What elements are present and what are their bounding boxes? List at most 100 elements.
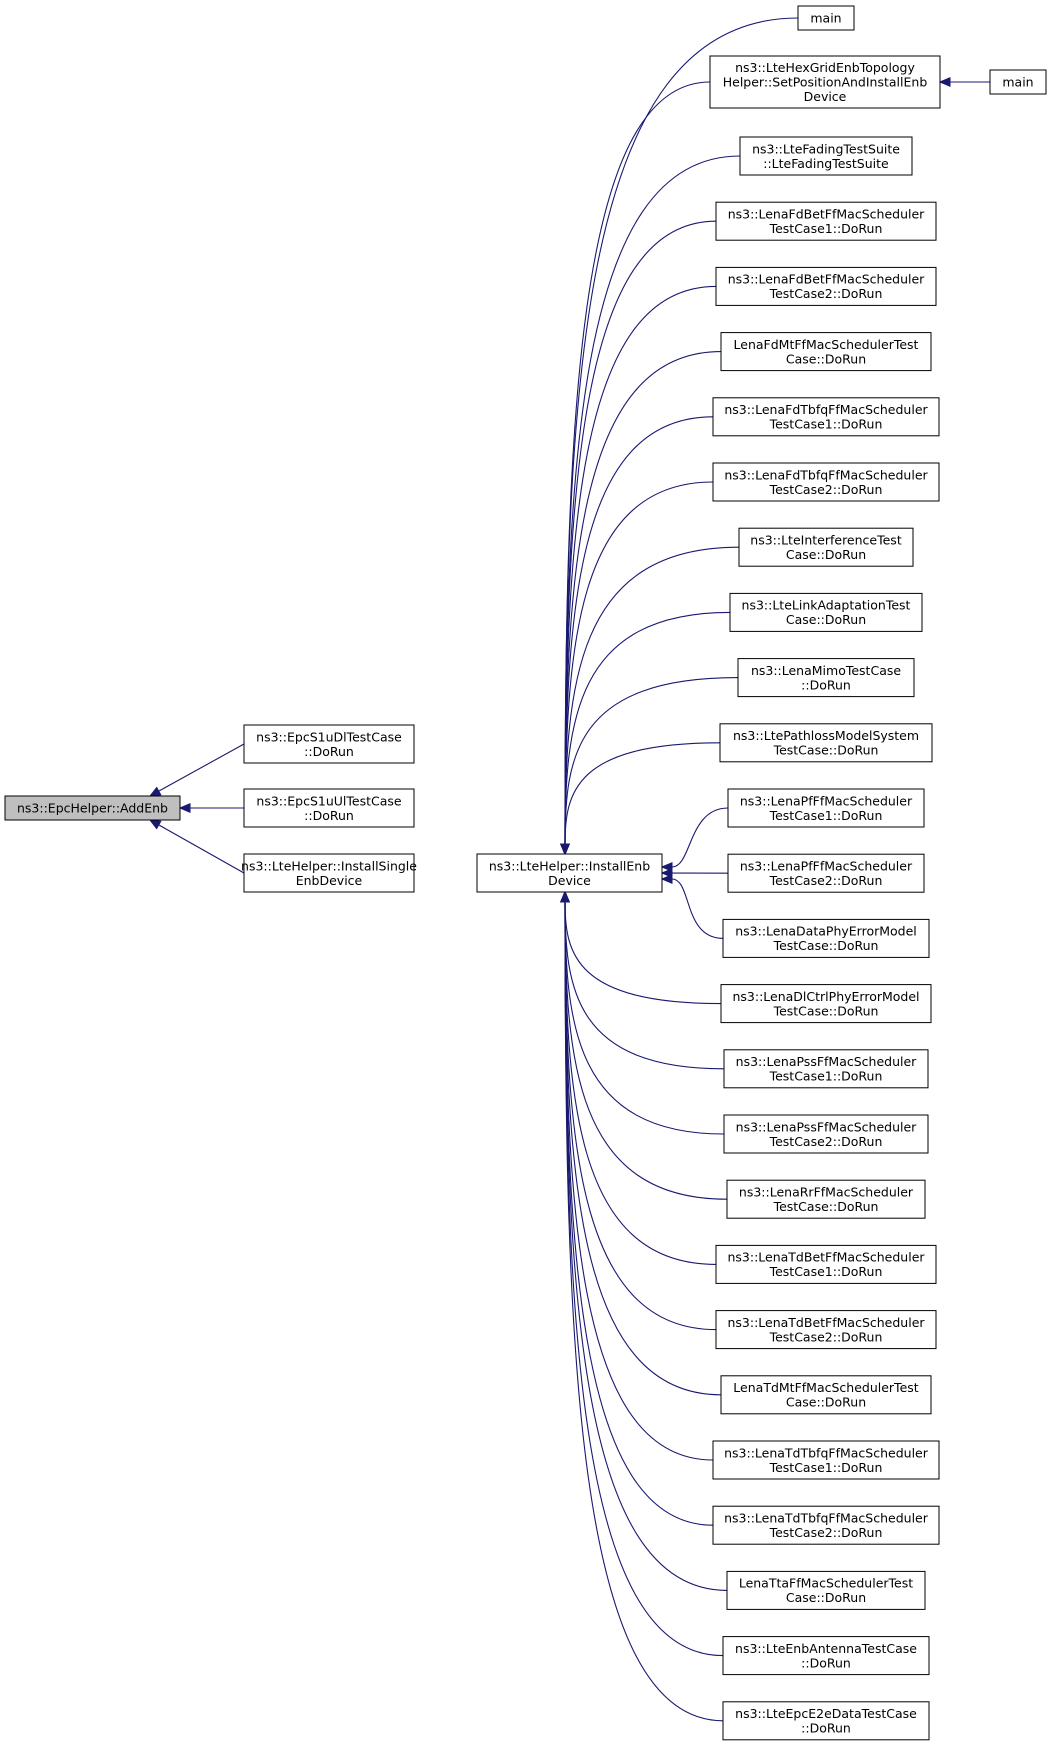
node-label-line: TestCase2::DoRun xyxy=(769,873,883,888)
node-label-line: ns3::LteEpcE2eDataTestCase xyxy=(735,1706,917,1721)
node-dataphy[interactable]: ns3::LenaDataPhyErrorModelTestCase::DoRu… xyxy=(722,918,930,958)
node-tdtbfq2[interactable]: ns3::LenaTdTbfqFfMacSchedulerTestCase2::… xyxy=(712,1505,940,1545)
edge-interf-to-install xyxy=(560,546,740,856)
node-label-line: main xyxy=(1002,75,1033,90)
node-fading[interactable]: ns3::LteFadingTestSuite::LteFadingTestSu… xyxy=(739,136,913,176)
node-label-line: EnbDevice xyxy=(296,873,363,888)
node-label-line: TestCase::DoRun xyxy=(773,743,879,758)
node-pf1[interactable]: ns3::LenaPfFfMacSchedulerTestCase1::DoRu… xyxy=(727,788,925,828)
node-label-line: ns3::LenaDataPhyErrorModel xyxy=(735,924,917,939)
edge-arrowhead xyxy=(660,874,673,884)
node-box xyxy=(712,397,940,437)
node-fdtbfq1[interactable]: ns3::LenaFdTbfqFfMacSchedulerTestCase1::… xyxy=(712,397,940,437)
node-fdbet2[interactable]: ns3::LenaFdBetFfMacSchedulerTestCase2::D… xyxy=(715,266,937,306)
node-box xyxy=(476,853,663,893)
node-tdbet1[interactable]: ns3::LenaTdBetFfMacSchedulerTestCase1::D… xyxy=(715,1244,937,1284)
node-pss2[interactable]: ns3::LenaPssFfMacSchedulerTestCase2::DoR… xyxy=(723,1114,929,1154)
node-hex[interactable]: ns3::LteHexGridEnbTopologyHelper::SetPos… xyxy=(709,55,941,109)
node-label-line: Device xyxy=(804,89,847,104)
node-label-line: Case::DoRun xyxy=(786,612,866,627)
node-label-line: ::DoRun xyxy=(304,808,354,823)
node-label-line: ns3::EpcS1uDlTestCase xyxy=(256,729,402,744)
edge-arrowhead xyxy=(660,862,673,872)
node-label-line: ns3::LteEnbAntennaTestCase xyxy=(735,1641,917,1656)
node-box xyxy=(712,1505,940,1545)
edge-fdmt-to-install xyxy=(560,351,722,856)
node-main1[interactable]: main xyxy=(797,5,855,31)
node-tdbet2[interactable]: ns3::LenaTdBetFfMacSchedulerTestCase2::D… xyxy=(715,1310,937,1350)
node-box xyxy=(243,788,415,828)
node-label-line: ns3::LteHelper::InstallEnb xyxy=(489,858,650,873)
node-label-line: TestCase2::DoRun xyxy=(769,482,883,497)
edge-line xyxy=(564,901,724,1657)
node-box xyxy=(715,1310,937,1350)
node-label-line: TestCase1::DoRun xyxy=(769,1264,883,1279)
edge-rr-to-install xyxy=(560,890,728,1200)
node-label-line: ::DoRun xyxy=(801,1655,851,1670)
edge-e2e-to-install xyxy=(560,890,724,1722)
edge-s1ul-to-root xyxy=(178,803,244,813)
node-box xyxy=(722,1636,930,1676)
node-pathloss[interactable]: ns3::LtePathlossModelSystemTestCase::DoR… xyxy=(719,723,933,763)
edge-line xyxy=(564,901,717,1265)
node-box xyxy=(715,266,937,306)
edge-tdtbfq1-to-install xyxy=(560,890,714,1461)
edge-arrowhead xyxy=(560,843,570,856)
node-label-line: ns3::LteHexGridEnbTopology xyxy=(735,60,915,75)
node-s1dl[interactable]: ns3::EpcS1uDlTestCase::DoRun xyxy=(243,724,415,764)
node-label-line: Helper::SetPositionAndInstallEnb xyxy=(723,75,928,90)
node-label-line: ns3::LenaTdBetFfMacScheduler xyxy=(727,1315,925,1330)
node-label-line: TestCase2::DoRun xyxy=(769,1329,883,1344)
node-dlctrl[interactable]: ns3::LenaDlCtrlPhyErrorModelTestCase::Do… xyxy=(720,984,932,1024)
node-box xyxy=(715,201,937,241)
node-box xyxy=(722,1701,930,1741)
node-pf2[interactable]: ns3::LenaPfFfMacSchedulerTestCase2::DoRu… xyxy=(727,853,925,893)
node-label-line: ns3::EpcS1uUlTestCase xyxy=(256,793,401,808)
node-label-line: ns3::EpcHelper::AddEnb xyxy=(17,801,168,816)
edge-tdtbfq2-to-install xyxy=(560,890,714,1526)
node-box xyxy=(726,1570,926,1610)
node-pss1[interactable]: ns3::LenaPssFfMacSchedulerTestCase1::DoR… xyxy=(723,1049,929,1089)
node-antenna[interactable]: ns3::LteEnbAntennaTestCase::DoRun xyxy=(722,1636,930,1676)
edge-arrowhead xyxy=(938,77,951,87)
edge-fdbet2-to-install xyxy=(560,285,717,856)
edge-fdtbfq2-to-install xyxy=(560,481,714,856)
node-e2e[interactable]: ns3::LteEpcE2eDataTestCase::DoRun xyxy=(722,1701,930,1741)
edge-line xyxy=(564,742,721,845)
node-s1ul[interactable]: ns3::EpcS1uUlTestCase::DoRun xyxy=(243,788,415,828)
node-label-line: Case::DoRun xyxy=(786,351,866,366)
node-main2[interactable]: main xyxy=(989,69,1047,95)
node-label-line: TestCase1::DoRun xyxy=(769,417,883,432)
node-label-line: ns3::LtePathlossModelSystem xyxy=(733,728,919,743)
edge-tdbet1-to-install xyxy=(560,890,717,1265)
edge-line xyxy=(564,416,714,845)
edge-line xyxy=(564,611,731,845)
node-fdtbfq2[interactable]: ns3::LenaFdTbfqFfMacSchedulerTestCase2::… xyxy=(712,462,940,502)
edge-hex-to-install xyxy=(560,81,711,856)
node-tdtbfq1[interactable]: ns3::LenaTdTbfqFfMacSchedulerTestCase1::… xyxy=(712,1440,940,1480)
node-label-line: LenaFdMtFfMacSchedulerTest xyxy=(734,337,919,352)
edge-line xyxy=(564,81,711,845)
node-box xyxy=(729,592,923,632)
node-box xyxy=(715,1244,937,1284)
edge-line xyxy=(158,743,245,792)
node-label-line: TestCase::DoRun xyxy=(773,938,879,953)
edge-pf2-to-install xyxy=(660,868,729,878)
node-label-line: ns3::LteInterferenceTest xyxy=(750,532,902,547)
edge-arrowhead xyxy=(178,803,191,813)
node-mimo[interactable]: ns3::LenaMimoTestCase::DoRun xyxy=(737,658,915,698)
edge-main2-to-hex xyxy=(938,77,990,87)
edge-pathloss-to-install xyxy=(560,742,721,856)
edge-line xyxy=(564,481,714,845)
node-label-line: Case::DoRun xyxy=(786,1590,866,1605)
node-label-line: ns3::LenaPssFfMacScheduler xyxy=(736,1119,918,1134)
node-fdbet1[interactable]: ns3::LenaFdBetFfMacSchedulerTestCase1::D… xyxy=(715,201,937,241)
